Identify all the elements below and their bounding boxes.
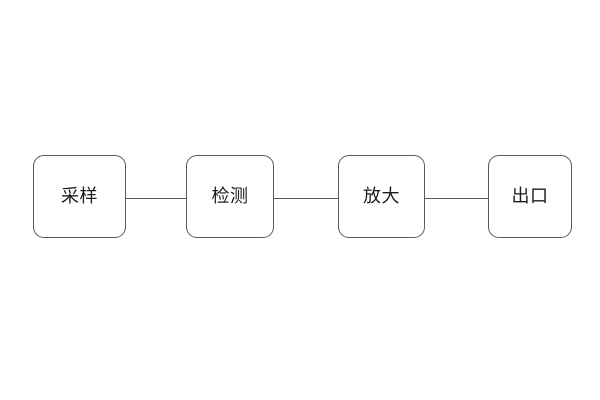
flow-node-detection[interactable]: 检测 (186, 155, 274, 238)
flow-connector-amplify-to-outlet (425, 198, 488, 199)
flowchart-row: 采样 检测 放大 出口 (0, 155, 600, 239)
flow-connector-sampling-to-detection (126, 198, 186, 199)
flow-node-label: 放大 (363, 185, 400, 207)
flow-node-label: 检测 (211, 185, 249, 207)
flow-connector-detection-to-amplify (274, 198, 338, 199)
flow-node-sampling[interactable]: 采样 (33, 155, 126, 238)
flow-node-label: 出口 (511, 185, 549, 207)
flow-node-label: 采样 (61, 185, 98, 207)
flow-node-outlet[interactable]: 出口 (488, 155, 572, 238)
flow-node-amplify[interactable]: 放大 (338, 155, 425, 238)
